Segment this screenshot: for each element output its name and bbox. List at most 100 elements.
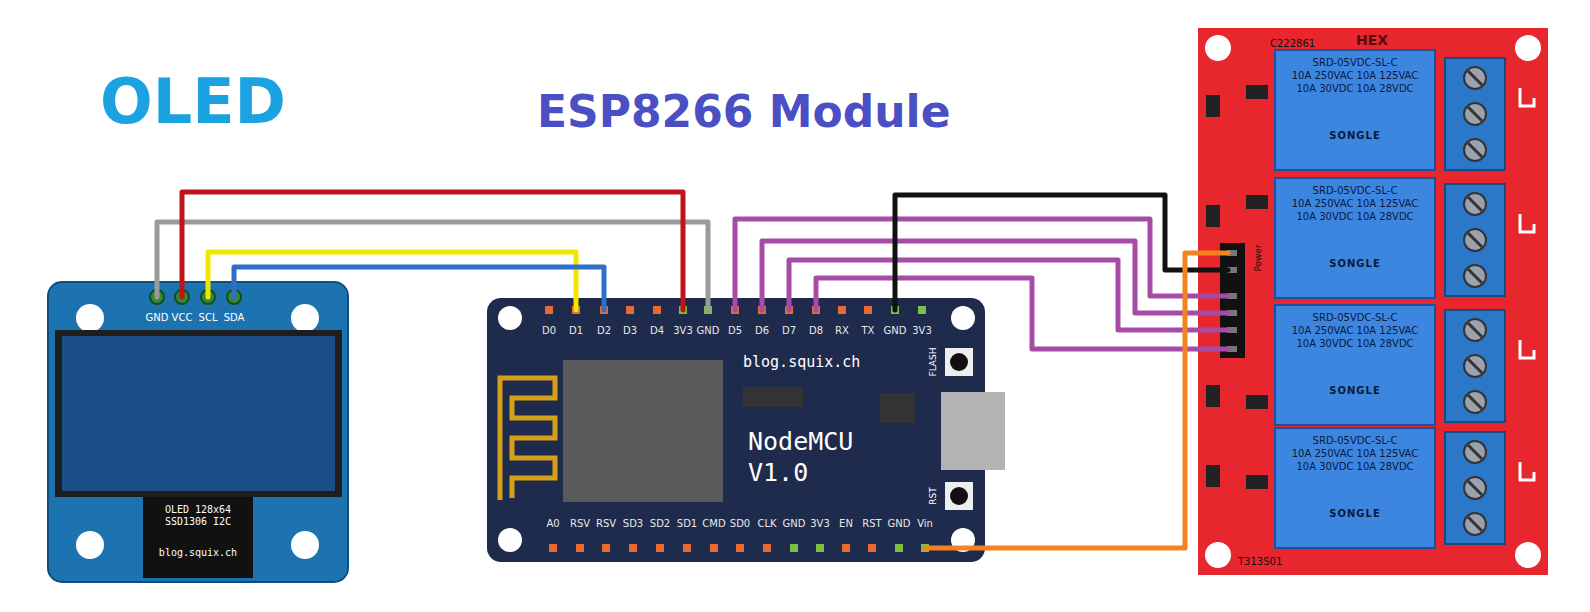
relay-board (1246, 195, 1268, 209)
header-pin (842, 544, 850, 552)
pin-label: SDA (224, 312, 245, 324)
header-pin (785, 306, 793, 314)
relay-marking: SONGLE (1279, 384, 1431, 397)
pin-label: 3V3 (810, 518, 830, 530)
header-pin (572, 306, 580, 314)
terminal-screw (1464, 319, 1486, 341)
relay-marking: SRD-05VDC-SL-C (1279, 184, 1431, 197)
terminal-screw (1464, 139, 1486, 161)
terminal-screw (1468, 395, 1482, 409)
relay-marking: 10A 30VDC 10A 28VDC (1279, 337, 1431, 350)
terminal-screw (1468, 323, 1482, 337)
nodemcu-board (945, 348, 973, 376)
pin-label: D7 (782, 325, 796, 337)
oled-board (55, 330, 342, 497)
pin-label: TX (862, 325, 875, 337)
header-pin (1227, 267, 1237, 273)
header-pin (656, 544, 664, 552)
terminal-screw (1464, 441, 1486, 463)
header-pin (626, 306, 634, 314)
jumper-wire (157, 222, 708, 310)
board-marking: NodeMCU V1.0 (748, 426, 898, 489)
relay-board (1246, 395, 1268, 409)
header-pin (1227, 310, 1237, 316)
terminal-screw (1464, 355, 1486, 377)
jumper-wire (735, 219, 1228, 310)
jumper-wire (208, 252, 576, 310)
pin-label: Vin (917, 518, 933, 530)
pin-label: D1 (569, 325, 583, 337)
header-pin (710, 544, 718, 552)
board-edge-mark (1520, 462, 1534, 480)
relay-board (1206, 385, 1220, 407)
header-pin (679, 306, 687, 314)
pin-label: CLK (757, 518, 776, 530)
relay-marking: 10A 250VAC 10A 125VAC (1279, 197, 1431, 210)
terminal-screw (1468, 143, 1482, 157)
nodemcu-board (563, 360, 723, 502)
relay-board (1275, 50, 1435, 170)
relay: SRD-05VDC-SL-C10A 250VAC 10A 125VAC10A 3… (1275, 50, 1435, 170)
nodemcu-board (945, 482, 973, 510)
board-edge-mark (1520, 88, 1534, 106)
pin-label: T313S01 (1238, 556, 1282, 568)
header-pin (576, 544, 584, 552)
pin-label: SD2 (650, 518, 670, 530)
pin-label: GND (146, 312, 169, 324)
pin-label: GND (783, 518, 806, 530)
nodemcu-board (941, 392, 1005, 470)
terminal-screw (1468, 71, 1482, 85)
header-pin (868, 544, 876, 552)
pin-label: D8 (809, 325, 823, 337)
terminal-screw (1468, 481, 1482, 495)
header-pin (1227, 293, 1237, 299)
relay-marking: SRD-05VDC-SL-C (1279, 311, 1431, 324)
header-pin (549, 544, 557, 552)
relay-board (1220, 243, 1245, 358)
header-pin (704, 306, 712, 314)
pin-label: blog.squix.ch (159, 547, 237, 559)
nodemcu-board (743, 387, 803, 407)
header-pin (816, 544, 824, 552)
terminal-screw (1468, 107, 1482, 121)
header-pin (891, 306, 899, 314)
relay: SRD-05VDC-SL-C10A 250VAC 10A 125VAC10A 3… (1275, 178, 1435, 298)
terminal-screw (1468, 445, 1482, 459)
oled-module: GNDVCCSCLSDAOLED 128x64 SSD1306 I2Cblog.… (48, 282, 348, 582)
jumper-wire (895, 195, 1228, 310)
terminal-screw (1464, 193, 1486, 215)
pin-label: SD0 (730, 518, 750, 530)
oled-board (143, 497, 253, 578)
header-pin (602, 544, 610, 552)
pin-label: RX (835, 325, 849, 337)
header-pin (763, 544, 771, 552)
jumper-wire (234, 267, 604, 310)
board-edge-mark (1520, 214, 1534, 232)
pin-label: OLED 128x64 SSD1306 I2C (150, 504, 246, 528)
terminal-screw (1468, 197, 1482, 211)
relay-marking: 10A 30VDC 10A 28VDC (1279, 210, 1431, 223)
terminal-screw (1468, 233, 1482, 247)
relay-marking: SRD-05VDC-SL-C (1279, 56, 1431, 69)
oled-board (201, 290, 215, 304)
relay-board (1515, 542, 1541, 568)
pin-label: D6 (755, 325, 769, 337)
terminal-screw (1464, 513, 1486, 535)
terminal-screw (1464, 391, 1486, 413)
part-heading: ESP8266 Module (537, 88, 951, 136)
pin-label: SCL (199, 312, 218, 324)
pin-label: D3 (623, 325, 637, 337)
relay-board (1198, 28, 1548, 575)
pin-label: D4 (650, 325, 664, 337)
header-pin (790, 544, 798, 552)
relay-board (1515, 35, 1541, 61)
relay-board (1205, 35, 1231, 61)
header-pin (921, 544, 929, 552)
header-pin (758, 306, 766, 314)
oled-board (76, 304, 104, 332)
relay: SRD-05VDC-SL-C10A 250VAC 10A 125VAC10A 3… (1275, 428, 1435, 548)
oled-board (150, 290, 164, 304)
relay-marking: SONGLE (1279, 257, 1431, 270)
terminal-screw (1464, 477, 1486, 499)
